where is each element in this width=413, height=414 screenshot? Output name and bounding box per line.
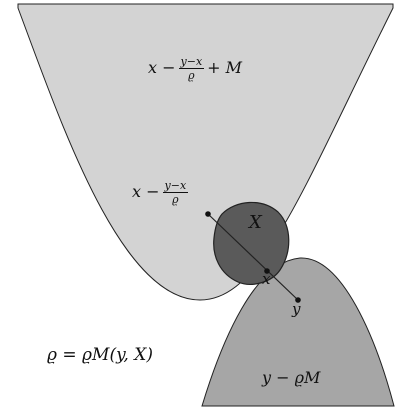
shifted-point-fraction-num: y−x — [162, 179, 189, 193]
upper-region-label-pre: x − — [148, 58, 176, 77]
upper-parabola-region — [17, 3, 394, 301]
lower-parabola-region — [201, 257, 395, 407]
point-x-dot — [264, 268, 270, 274]
connecting-segment — [207, 213, 299, 301]
point-y-label: y — [292, 300, 301, 318]
set-X-label: X — [249, 212, 262, 233]
upper-region-fraction-num: y−x — [178, 55, 205, 69]
point-x-label: x — [262, 270, 271, 288]
upper-region-label-post: + M — [207, 58, 243, 77]
set-X-blob — [213, 201, 290, 285]
lower-region-label: y − ϱM — [262, 368, 321, 387]
shifted-point-dot — [205, 211, 211, 217]
rho-definition-label: ϱ = ϱM(y, X) — [47, 345, 153, 365]
point-y-dot — [295, 297, 301, 303]
shifted-point-fraction-den: ϱ — [172, 193, 179, 206]
shifted-point-label-pre: x − — [132, 182, 160, 201]
upper-region-fraction-den: ϱ — [188, 69, 195, 82]
